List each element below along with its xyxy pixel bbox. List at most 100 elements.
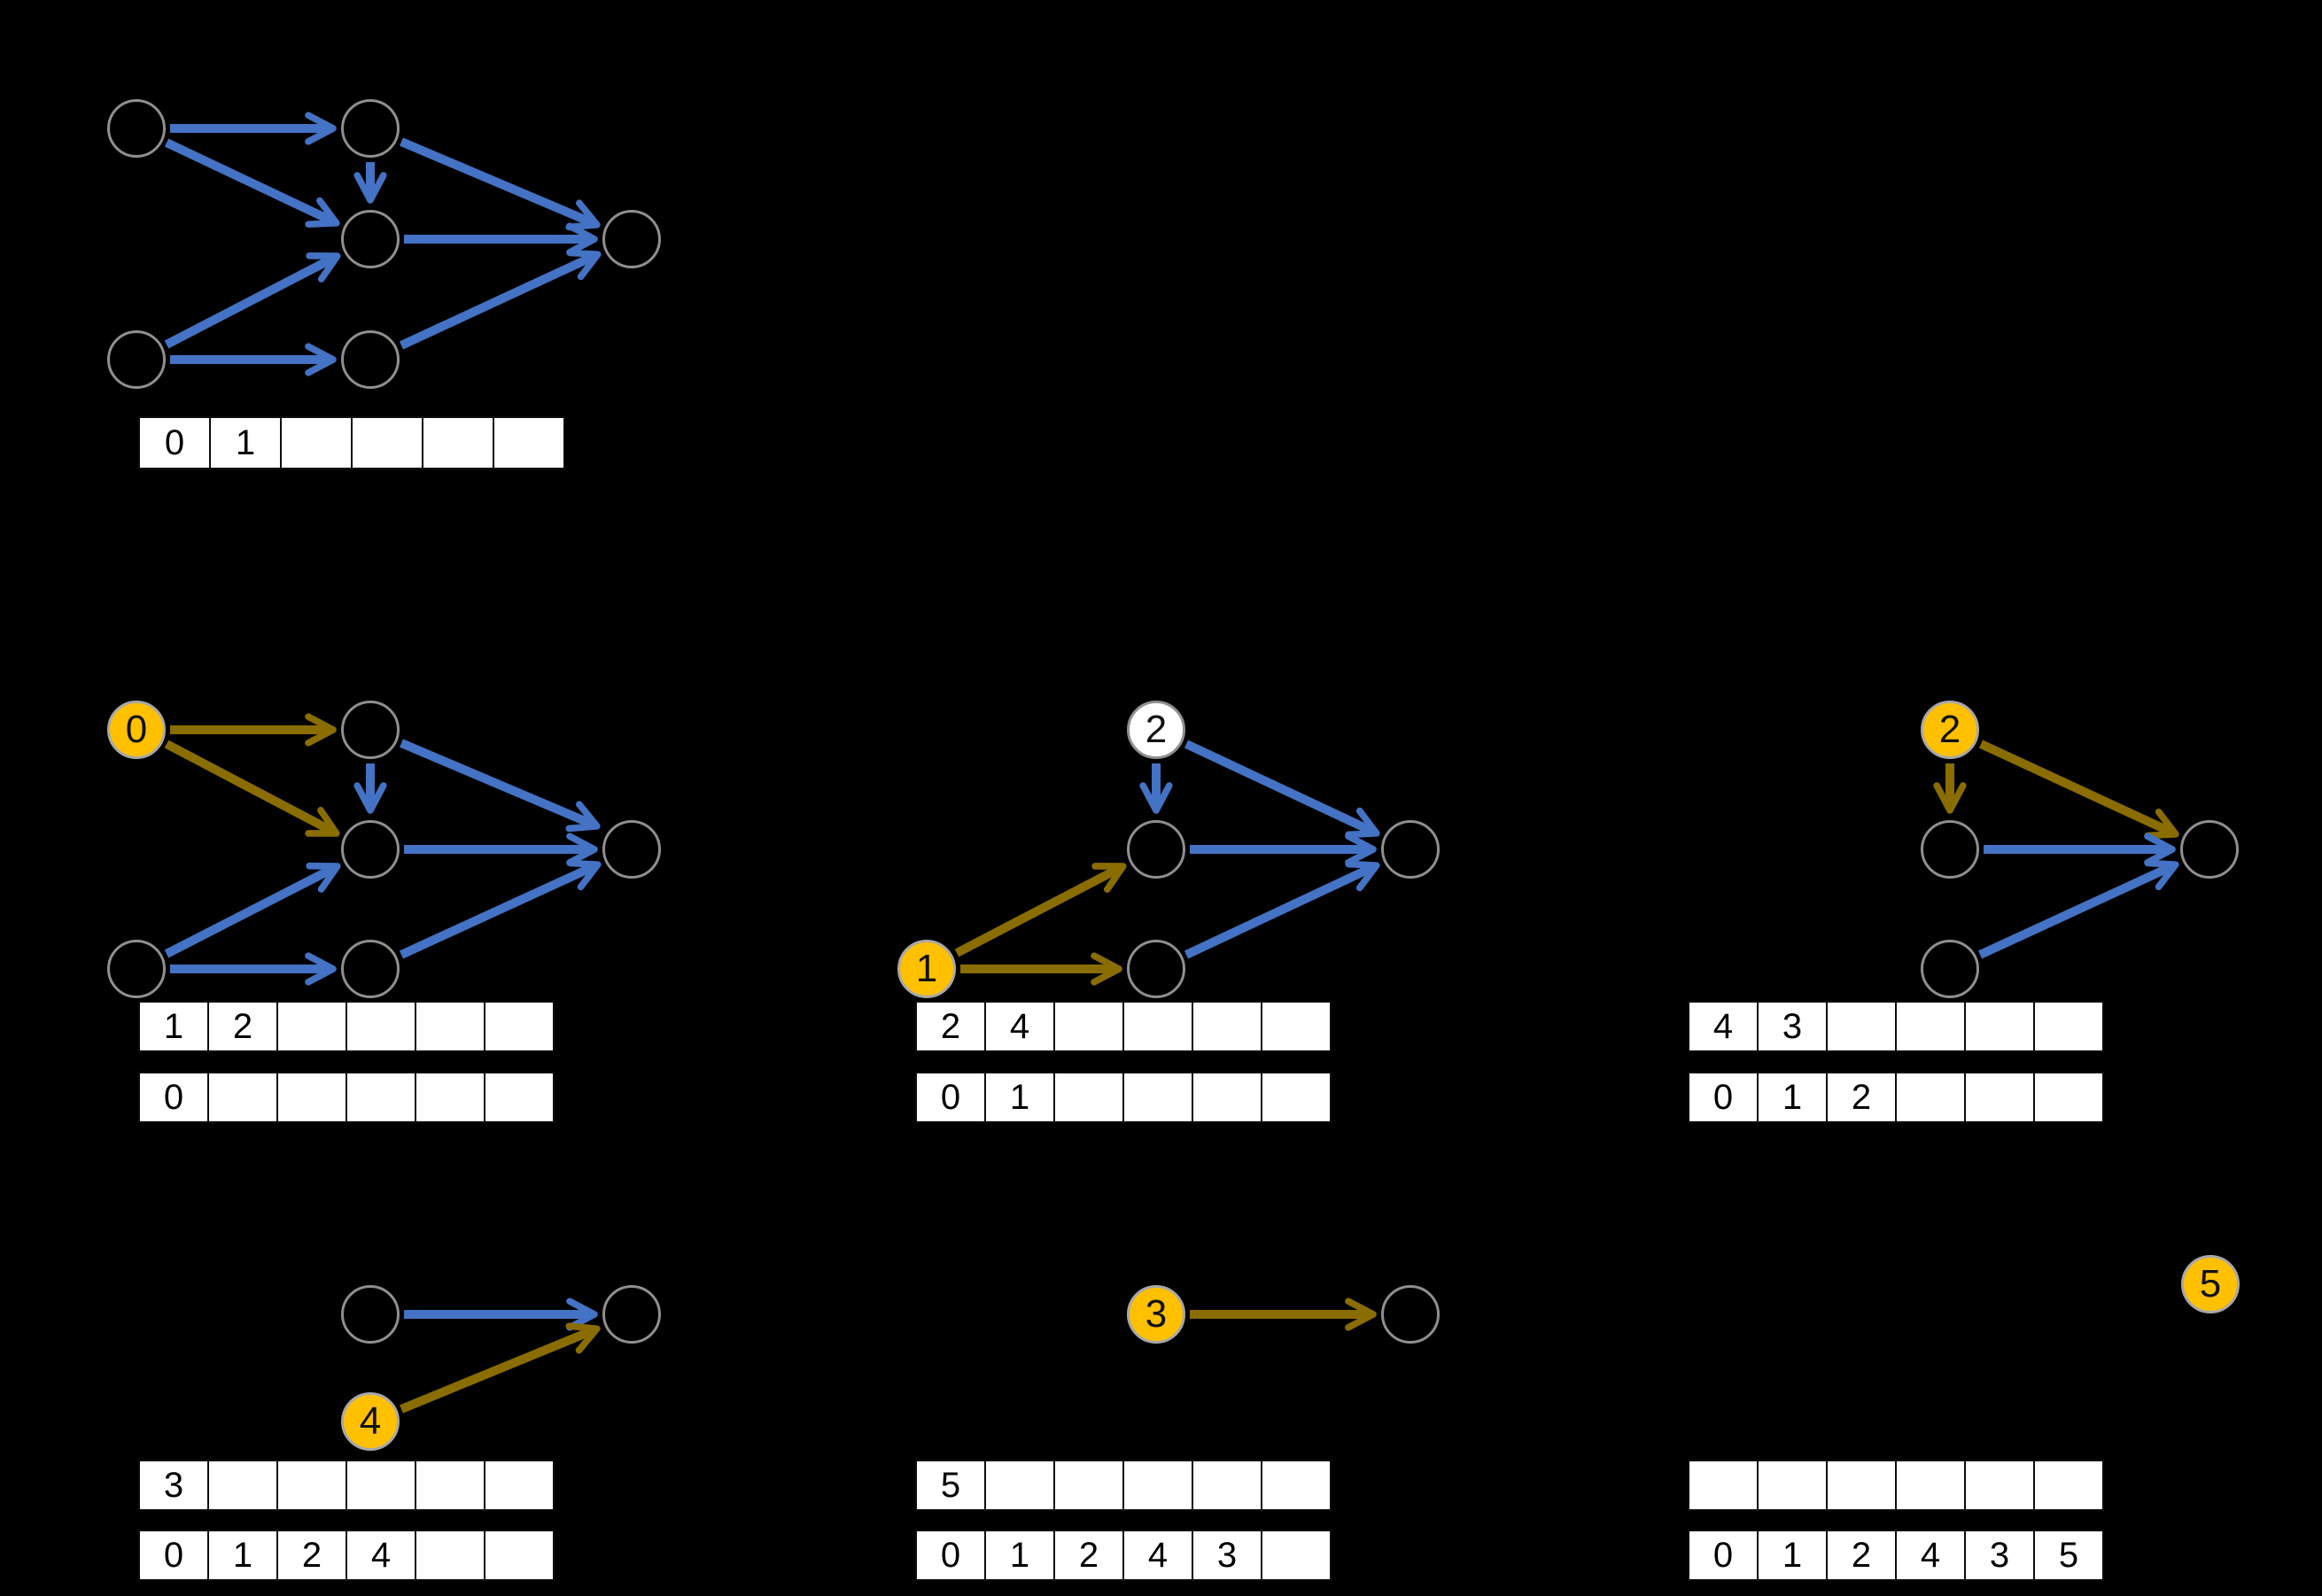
queue-cell: 0 [138, 416, 211, 469]
edge-p3-e-f [1184, 860, 1380, 959]
result-cell [484, 1072, 555, 1123]
edge-p2-a-c [164, 740, 340, 837]
result-cell: 4 [1895, 1530, 1966, 1581]
queue-cell [346, 1460, 416, 1511]
node-p2-b [341, 701, 400, 759]
result-cell: 2 [1826, 1072, 1897, 1123]
node-p3-b-dequeued: 2 [1127, 701, 1185, 759]
queue-cell [493, 416, 565, 469]
result-table-p3: 0 1 [915, 1072, 1332, 1123]
node-p1-e [341, 330, 400, 389]
node-p2-e [341, 940, 400, 998]
node-p1-a [107, 99, 166, 158]
result-cell: 0 [138, 1072, 209, 1123]
queue-cell [276, 1460, 347, 1511]
queue-cell: 3 [138, 1460, 209, 1511]
queue-cell [484, 1460, 555, 1511]
edge-p1-a-c [164, 138, 340, 229]
queue-cell [1826, 1460, 1897, 1511]
result-cell [1053, 1072, 1124, 1123]
queue-cell: 1 [209, 416, 282, 469]
edge-p1-d-c [164, 252, 341, 349]
queue-table-p4: 4 3 [1688, 1001, 2104, 1052]
edge-p2-b-f [400, 739, 601, 833]
node-p2-d [107, 940, 166, 998]
result-cell: 2 [276, 1530, 347, 1581]
queue-cell [1261, 1460, 1332, 1511]
queue-cell: 4 [1688, 1001, 1759, 1052]
queue-cell [415, 1001, 485, 1052]
result-cell [1192, 1072, 1262, 1123]
queue-cell: 3 [1757, 1001, 1828, 1052]
result-cell [1964, 1072, 2035, 1123]
node-p2-c [341, 820, 400, 879]
queue-cell [1964, 1001, 2035, 1052]
result-table-p2: 0 [138, 1072, 555, 1123]
result-cell [484, 1530, 555, 1581]
queue-cell [2033, 1001, 2104, 1052]
node-p4-f [2180, 820, 2239, 879]
edge-p4-e-f [1977, 859, 2179, 959]
queue-cell [1964, 1460, 2035, 1511]
result-cell [1261, 1072, 1332, 1123]
queue-cell [1192, 1001, 1262, 1052]
node-p1-f [602, 210, 661, 268]
queue-cell [422, 416, 494, 469]
queue-table-p1: 0 1 [138, 416, 565, 469]
result-cell: 1 [1757, 1072, 1828, 1123]
result-table-p6: 0 1 2 4 3 [915, 1530, 1332, 1581]
queue-table-p6: 5 [915, 1460, 1332, 1511]
queue-table-p2: 1 2 [138, 1001, 555, 1052]
queue-cell [1895, 1001, 1966, 1052]
node-p3-e [1127, 940, 1185, 998]
node-p2-a-active: 0 [107, 701, 166, 759]
queue-cell [1826, 1001, 1897, 1052]
queue-cell: 2 [207, 1001, 278, 1052]
queue-cell: 4 [984, 1001, 1055, 1052]
edge-p5-e-f [400, 1322, 601, 1414]
result-cell [1122, 1072, 1193, 1123]
queue-cell: 1 [138, 1001, 209, 1052]
node-p1-b [341, 99, 400, 158]
result-cell: 0 [1688, 1072, 1759, 1123]
result-cell [415, 1072, 485, 1123]
queue-cell [351, 416, 423, 469]
result-cell [276, 1072, 347, 1123]
result-table-p4: 0 1 2 [1688, 1072, 2104, 1123]
queue-cell [207, 1460, 278, 1511]
edge-p1-b-f [400, 137, 601, 231]
result-cell: 0 [915, 1530, 986, 1581]
node-p3-d-active: 1 [897, 940, 956, 998]
queue-cell: 5 [915, 1460, 986, 1511]
result-cell: 1 [207, 1530, 278, 1581]
result-cell: 3 [1964, 1530, 2035, 1581]
edge-p4-b-f [1978, 740, 2179, 840]
queue-cell [984, 1460, 1055, 1511]
queue-cell [346, 1001, 416, 1052]
result-cell: 4 [346, 1530, 416, 1581]
result-cell [1895, 1072, 1966, 1123]
node-p7-f-active: 5 [2181, 1255, 2240, 1313]
edge-p1-e-f [399, 249, 602, 350]
node-p4-e [1921, 940, 1979, 998]
node-p4-c [1921, 820, 1979, 879]
node-p1-d [107, 330, 166, 389]
node-p2-f [602, 820, 661, 879]
result-cell: 5 [2033, 1530, 2104, 1581]
result-cell: 2 [1053, 1530, 1124, 1581]
edge-p3-b-f [1184, 740, 1380, 839]
result-cell: 2 [1826, 1530, 1897, 1581]
result-cell: 0 [915, 1072, 986, 1123]
result-cell: 0 [1688, 1530, 1759, 1581]
result-cell [1261, 1530, 1332, 1581]
result-cell: 1 [984, 1530, 1055, 1581]
result-cell [207, 1072, 278, 1123]
queue-cell [1053, 1460, 1124, 1511]
result-cell [2033, 1072, 2104, 1123]
result-cell: 1 [984, 1072, 1055, 1123]
queue-cell [2033, 1460, 2104, 1511]
result-cell [415, 1530, 485, 1581]
queue-cell [1261, 1001, 1332, 1052]
queue-cell [280, 416, 353, 469]
